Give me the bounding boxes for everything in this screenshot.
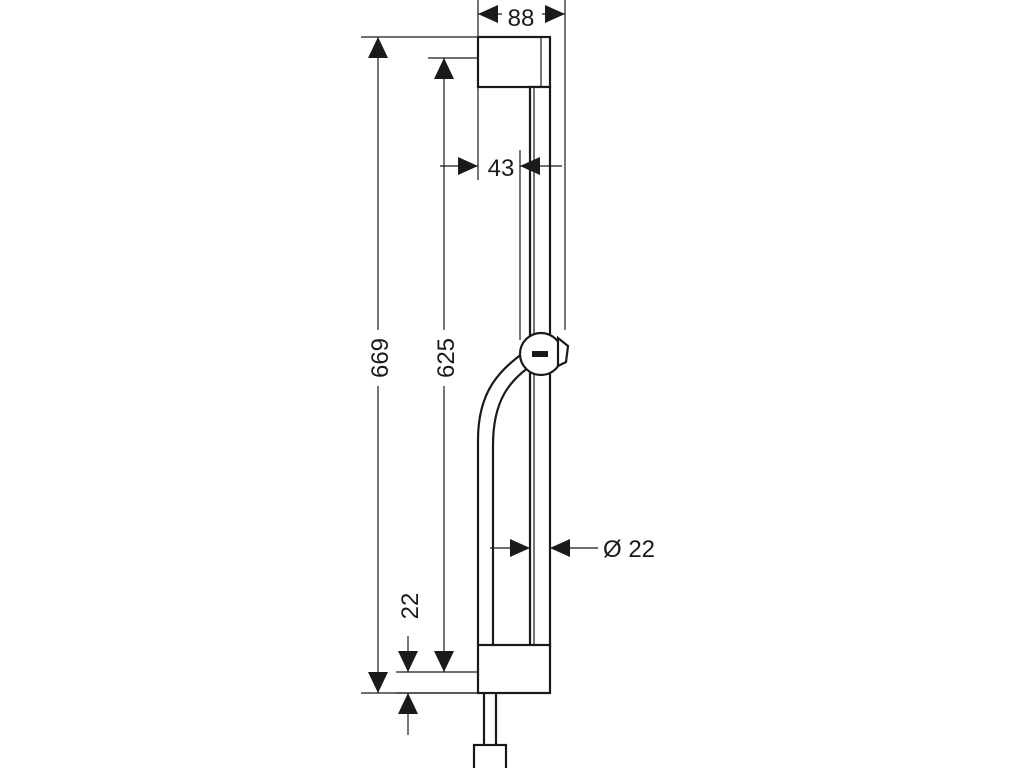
top-wall-bracket [476, 35, 552, 89]
hose-connector [472, 743, 508, 768]
dimension-diameter: Ø 22 [490, 536, 655, 563]
dimension-label-diameter: Ø 22 [603, 536, 655, 563]
dimension-label-overall-height: 669 [367, 338, 394, 378]
dimension-overall-height: 669 [361, 36, 478, 694]
dimension-bar-height: 625 [428, 57, 478, 673]
dimension-bottom-offset: 22 [396, 593, 478, 735]
bottom-wall-bracket [476, 643, 552, 695]
dimension-label-top-width: 88 [508, 5, 535, 32]
shower-rail [472, 35, 570, 768]
curved-hose [476, 349, 528, 645]
dimension-label-wall-offset: 43 [488, 155, 515, 182]
dimension-label-bar-height: 625 [433, 338, 460, 378]
dimension-label-bottom-offset: 22 [397, 593, 424, 620]
dimension-wall-offset: 43 [440, 87, 562, 340]
dimension-top-width: 88 [477, 0, 566, 330]
